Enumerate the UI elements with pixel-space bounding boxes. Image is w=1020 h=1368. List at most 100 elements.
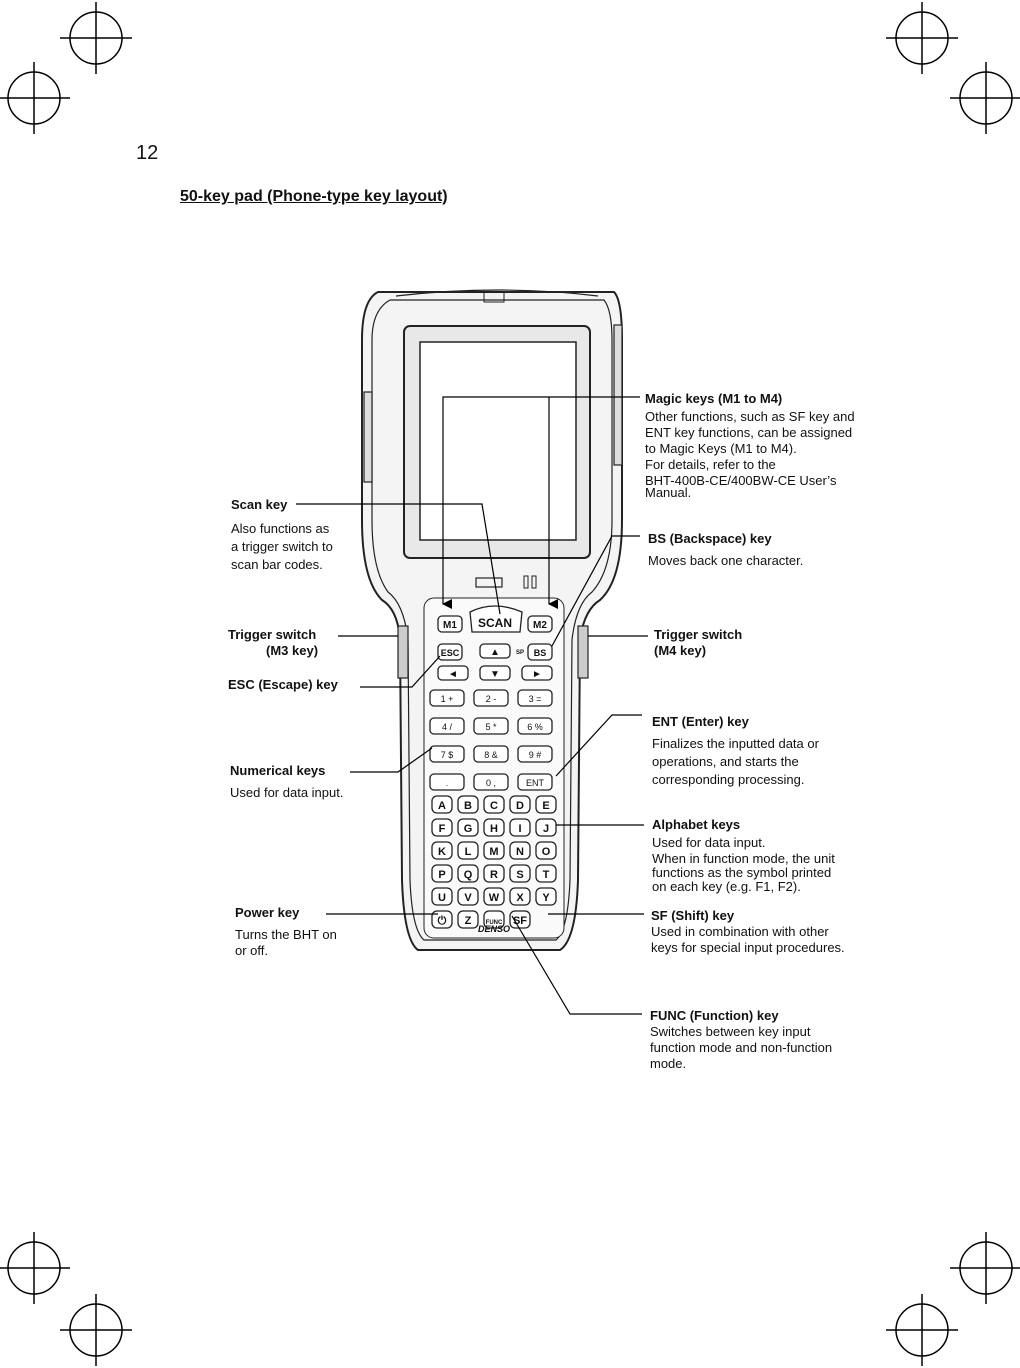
callout-numerical-heading: Numerical keys — [230, 763, 326, 778]
numerical-key — [473, 689, 509, 707]
alphabet-key — [457, 818, 479, 837]
numerical-key — [517, 689, 553, 707]
key-up — [479, 643, 511, 659]
callout-ent-key: ENT (Enter) key Finalizes the inputted d… — [652, 713, 872, 789]
alphabet-key-label: E — [542, 800, 549, 812]
callout-trigger-m3-sub: (M3 key) — [266, 643, 319, 658]
up-arrow-icon: ▲ — [490, 647, 500, 658]
alphabet-key-label: W — [489, 892, 500, 904]
registration-mark-bottom-left-1 — [0, 1232, 70, 1304]
alphabet-key — [483, 841, 505, 860]
alphabet-key — [457, 841, 479, 860]
alphabet-key — [431, 887, 453, 906]
page-number: 12 — [136, 142, 159, 164]
numerical-keypad: 1 +2 -3 =4 /5 *6 %7 $8 &9 #.0 ,ENT — [429, 689, 553, 791]
numerical-key — [429, 745, 465, 763]
numerical-key — [517, 773, 553, 791]
callout-trigger-m3-heading: Trigger switch — [228, 627, 317, 642]
key-right — [521, 665, 553, 681]
registration-mark-top-left-2 — [0, 62, 70, 134]
numerical-key — [517, 745, 553, 763]
alphabet-key — [483, 795, 505, 814]
alphabet-key — [509, 864, 531, 883]
callout-alphabet-line: on each key (e.g. F1, F2). — [652, 879, 801, 894]
alphabet-key-label: Q — [464, 869, 473, 881]
alphabet-key — [509, 841, 531, 860]
numerical-key — [473, 745, 509, 763]
alphabet-key-label: V — [464, 892, 472, 904]
alphabet-key — [457, 887, 479, 906]
registration-mark-top-right-1 — [886, 2, 958, 74]
key-scan-label: SCAN — [478, 616, 512, 630]
key-esc-label: ESC — [441, 648, 460, 658]
callout-magic-line: Other functions, such as SF key and — [645, 409, 855, 424]
callout-magic-line: to Magic Keys (M1 to M4). — [645, 441, 797, 456]
callout-alphabet-heading: Alphabet keys — [652, 817, 741, 832]
numerical-key-label: 4 / — [442, 722, 453, 732]
key-m2-label: M2 — [533, 620, 547, 631]
alphabet-key-label: N — [516, 846, 524, 858]
alphabet-key — [457, 910, 479, 929]
leader-ent — [555, 714, 642, 777]
callout-magic-line: ENT key functions, can be assigned — [645, 425, 853, 440]
alphabet-key — [431, 841, 453, 860]
power-key — [431, 910, 453, 929]
alphabet-key-label: Z — [465, 915, 472, 927]
numerical-key-label: 2 - — [486, 694, 497, 704]
numerical-key — [429, 689, 465, 707]
callout-trigger-m4-heading: Trigger switch — [654, 627, 743, 642]
alphabet-key-label: FUNC — [486, 920, 503, 926]
callout-func-line: Switches between key input — [650, 1024, 811, 1039]
down-arrow-icon: ▼ — [490, 669, 500, 680]
callout-scan-line: a trigger switch to — [231, 539, 333, 554]
alphabet-key-label: O — [542, 846, 551, 858]
alphabet-key-label: L — [465, 846, 472, 858]
key-bs-label: BS — [534, 648, 547, 658]
alphabet-key-label: G — [464, 823, 473, 835]
callout-bs-key: BS (Backspace) key Moves back one charac… — [648, 531, 868, 569]
trigger-switch-right — [577, 625, 589, 679]
callout-scan-key: Scan key Also functions as a trigger swi… — [231, 496, 361, 574]
leader-func — [511, 915, 642, 1015]
alphabet-key — [431, 818, 453, 837]
alphabet-key-label: P — [438, 869, 445, 881]
key-left — [437, 665, 469, 681]
callout-bs-line: Moves back one character. — [648, 553, 804, 568]
callout-sf-line: Used in combination with other — [651, 924, 829, 939]
alphabet-key-label: K — [438, 846, 446, 858]
callout-numerical-line: Used for data input. — [230, 785, 344, 800]
alphabet-key-label: Y — [542, 892, 550, 904]
callout-func-line: function mode and non-function — [650, 1040, 833, 1055]
callout-power-key: Power key Turns the BHT on or off. — [235, 905, 365, 959]
numerical-key-label: 9 # — [529, 750, 542, 760]
key-down — [479, 665, 511, 681]
alphabet-key-label: R — [490, 869, 498, 881]
numerical-key-label: 8 & — [484, 750, 498, 760]
callout-magic-keys: Magic keys (M1 to M4) Other functions, s… — [645, 391, 895, 501]
numerical-key-label: 1 + — [441, 694, 454, 704]
numerical-key — [517, 717, 553, 735]
leader-bs — [551, 535, 640, 647]
callout-alphabet-keys: Alphabet keys Used for data input. When … — [652, 817, 892, 895]
alphabet-key-label: D — [516, 800, 524, 812]
numerical-key-label: 6 % — [527, 722, 543, 732]
callout-power-heading: Power key — [235, 905, 300, 920]
screen — [419, 341, 577, 541]
callout-ent-line: corresponding processing. — [652, 772, 805, 787]
key-m2 — [527, 615, 553, 633]
alphabet-key-label: S — [516, 869, 523, 881]
page-title: 50-key pad (Phone-type key layout) — [180, 188, 448, 205]
key-m1-label: M1 — [443, 620, 457, 631]
callout-esc-heading: ESC (Escape) key — [228, 677, 338, 692]
callout-magic-line: BHT-400B-CE/400BW-CE User’s — [645, 473, 837, 488]
alphabet-key — [431, 864, 453, 883]
alphabet-key — [535, 864, 557, 883]
callout-func-heading: FUNC (Function) key — [650, 1008, 779, 1023]
left-arrow-icon: ◄ — [448, 669, 458, 680]
callout-scan-heading: Scan key — [231, 497, 288, 512]
power-icon: ⏻ — [438, 914, 447, 927]
registration-mark-top-right-2 — [950, 62, 1020, 134]
